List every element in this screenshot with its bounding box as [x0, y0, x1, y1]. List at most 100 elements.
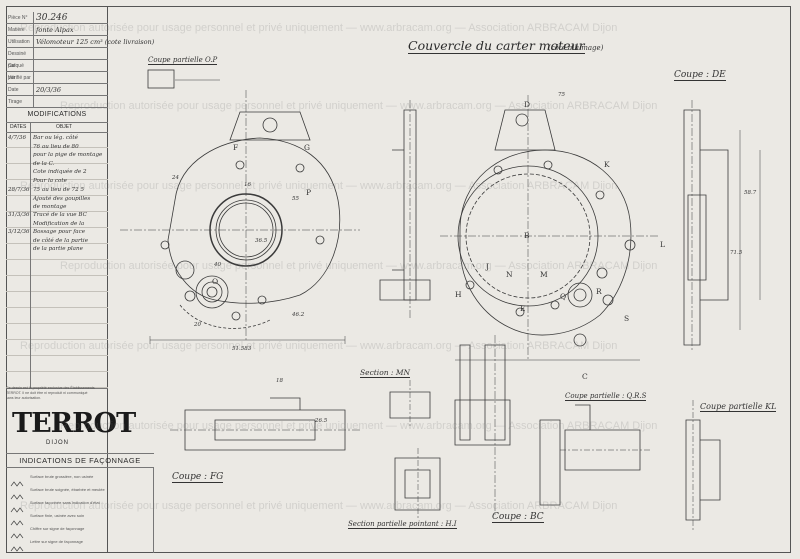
label-coupe-qrs: Coupe partielle : Q.R.S — [565, 392, 647, 401]
modification-date: 28/7/36 — [8, 187, 30, 193]
section-bc — [454, 335, 561, 515]
finish-symbol — [10, 474, 24, 487]
watermark-text: Reproduction autorisée pour usage person… — [20, 340, 618, 352]
dimension-value: 26.5 — [315, 418, 328, 424]
titleblock-row: Pièce N°30.246 — [6, 12, 108, 24]
modification-text: pour la pige de montage — [33, 152, 103, 158]
indication-text: Surface finie, usinée avec soin — [30, 513, 85, 518]
view-letter: B — [524, 231, 530, 240]
watermark-text: Reproduction autorisée pour usage person… — [60, 100, 658, 112]
finish-symbol — [10, 539, 24, 552]
label-coupe-bc: Coupe : BC — [492, 512, 544, 523]
titleblock-label: Dessiné par — [8, 51, 27, 69]
dimension-value: 75 — [558, 92, 565, 98]
section-kl — [685, 400, 721, 530]
dimension-value: 51.583 — [232, 346, 252, 352]
dimension-value: 24 — [172, 175, 179, 181]
titleblock-row: Tirage — [6, 96, 108, 108]
drawing-subtitle: (côté allumage) — [548, 44, 604, 52]
titleblock-value: 20/3/36 — [36, 86, 62, 94]
modification-text: de montage — [33, 204, 67, 210]
label-coupe-kl: Coupe partielle KL — [700, 402, 777, 412]
view-letter: P — [306, 188, 312, 197]
label-section-hi: Section partielle pointant : H.I — [348, 520, 457, 529]
watermark-text: Reproduction autorisée pour usage person… — [60, 260, 658, 272]
modification-text: Ajouté des goupilles — [33, 195, 91, 202]
modifications-heading: MODIFICATIONS — [6, 108, 108, 123]
dimension-value: 58.7 — [744, 190, 757, 196]
view-letter: C — [582, 372, 588, 381]
finish-symbol — [10, 513, 24, 526]
titleblock-label: Utilisation — [8, 39, 30, 45]
watermark-text: Reproduction autorisée pour usage person… — [20, 500, 618, 512]
view-letter: L — [660, 240, 665, 249]
titleblock-label: Pièce N° — [8, 15, 28, 21]
view-letter: D — [524, 100, 531, 109]
dimension-value: 71.5 — [730, 250, 743, 256]
watermark-text: Reproduction autorisée pour usage person… — [20, 180, 618, 192]
drawing-title: Couvercle du carter moteur — [408, 38, 585, 54]
finish-symbol — [10, 526, 24, 539]
finish-symbol — [10, 487, 24, 500]
modification-text: Pour la cote — [33, 177, 67, 184]
view-letter: K — [604, 160, 610, 169]
modification-text: de la partie plane — [33, 246, 83, 252]
titleblock-label: Calqué par — [8, 63, 24, 81]
front-view-left — [120, 90, 360, 344]
indication-text: Chiffre sur signe de façonnage — [30, 526, 85, 531]
modification-date: 4/7/36 — [8, 135, 27, 141]
dimension-value: 55 — [292, 196, 299, 202]
label-coupe-fg: Coupe : FG — [172, 472, 224, 483]
dimension-value: 46.2 — [292, 312, 305, 318]
dimension-value: 16 — [244, 182, 251, 188]
view-letter: M — [540, 270, 548, 279]
modification-text: Modification de la — [33, 220, 85, 227]
view-letter: F — [233, 143, 239, 152]
section-qrs — [560, 404, 650, 471]
legal-note: Ce dessin est la propriété exclusive des… — [6, 386, 95, 400]
section-de — [683, 100, 761, 350]
col-objet: OBJET — [56, 124, 73, 130]
watermark-text: Reproduction autorisée pour usage person… — [60, 420, 658, 432]
modification-text: 75 au lieu de 72 5 — [33, 187, 85, 193]
view-letter: E — [520, 304, 526, 313]
titleblock-row: Utilisation Vélomoteur 125 cm³ (cote livr… — [6, 36, 154, 48]
front-view-right — [440, 95, 660, 361]
titleblock-row: Dessiné par — [6, 48, 108, 69]
indication-text: Surface façonnée sans indication d'état — [30, 500, 100, 505]
section-mn — [389, 380, 431, 428]
view-letter: G — [304, 143, 310, 152]
dimension-value: 36.5 — [255, 238, 268, 244]
titleblock-row: Calqué par — [6, 60, 108, 81]
watermark-text: Reproduction autorisée pour usage person… — [20, 22, 618, 34]
modification-text: de la C. — [33, 160, 55, 167]
dimension-value: 18 — [276, 378, 283, 384]
label-coupe-de: Coupe : DE — [674, 70, 726, 81]
titleblock-label: Date — [8, 87, 19, 93]
titleblock-row: Vérifié par — [6, 72, 108, 84]
view-letter: S — [624, 314, 630, 323]
view-letter: O — [212, 277, 219, 286]
indications-heading: INDICATIONS DE FAÇONNAGE — [6, 453, 154, 468]
titleblock-label: Tirage — [8, 99, 22, 105]
modifications-grid — [6, 132, 108, 388]
titleblock-value: Vélomoteur 125 cm³ (cote livraison) — [36, 38, 155, 46]
logo-city: DIJON — [46, 440, 69, 446]
modification-text: Bossage pour face — [33, 229, 86, 235]
label-coupe-op: Coupe partielle O.P — [148, 56, 218, 65]
view-letter: R — [596, 287, 602, 296]
modification-text: Bar ou lég. côté — [33, 135, 78, 141]
modifications-bottom-line — [6, 388, 108, 389]
modification-date: 31/3/36 — [8, 212, 30, 218]
view-letter: J — [486, 262, 490, 271]
title-block-divider — [33, 12, 34, 108]
modification-text: Tracé de la vue BC — [33, 212, 87, 218]
indication-text: Lettre sur signe de façonnage — [30, 539, 83, 544]
titleblock-row: Date 20/3/36 — [6, 84, 108, 96]
modifications-column-line — [30, 122, 31, 388]
titleblock-label: Matière — [8, 27, 25, 33]
col-dates: DATES — [10, 124, 27, 130]
